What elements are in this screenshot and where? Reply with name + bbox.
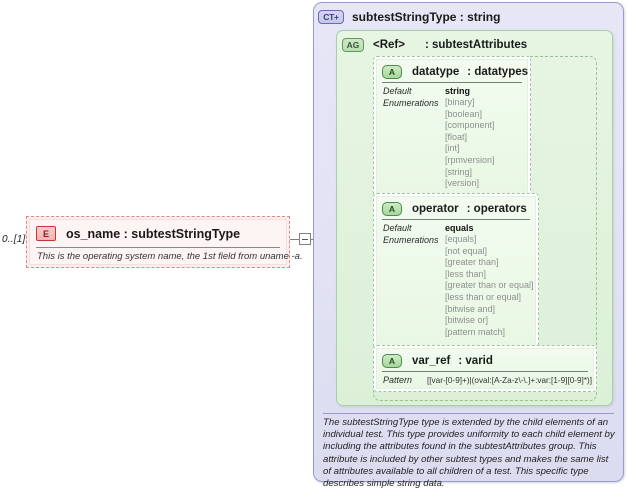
attribute-divider xyxy=(382,82,522,83)
facet-row: Pattern [[var-[0-9]+)|(oval:[A-Za-z\-\.]… xyxy=(383,375,593,387)
facet-value: string xyxy=(445,86,471,96)
facet-value: [[var-[0-9]+)|(oval:[A-Za-z\-\.]+:var:[1… xyxy=(427,376,593,385)
facet-label: Default xyxy=(383,223,412,233)
element-box[interactable]: E os_name : subtestStringType This is th… xyxy=(26,216,303,268)
attribute-type-label: : operators xyxy=(466,203,527,215)
enumeration-item: [component] xyxy=(445,120,495,131)
enumeration-item: [greater than or equal] xyxy=(445,280,534,291)
attribute-type-label: : varid xyxy=(458,355,493,367)
complextype-badge-icon: CT+ xyxy=(318,10,344,24)
attribute-box-inner: A datatype : datatypes Default string En… xyxy=(376,59,528,198)
facet-row: Enumerations xyxy=(383,235,531,247)
attribute-box-inner: A operator : operators Default equals En… xyxy=(376,196,536,350)
attribute-name-label: operator xyxy=(412,203,459,215)
enumeration-item: [pattern match] xyxy=(445,326,506,337)
attribute-badge-icon: A xyxy=(382,202,402,216)
enumeration-item: [int] xyxy=(445,143,460,154)
enumeration-item: [version] xyxy=(445,178,480,189)
attribute-header: A var_ref : varid xyxy=(382,352,493,370)
minus-expander-icon xyxy=(299,233,311,245)
enumeration-item: [less than] xyxy=(445,268,487,279)
cardinality-label: 0..[1] xyxy=(2,234,26,245)
attribute-name-label: var_ref xyxy=(412,355,451,367)
facet-row: Default equals xyxy=(383,223,531,235)
attribute-box-var-ref[interactable]: A var_ref : varid Pattern [[var-[0-9]+)|… xyxy=(373,345,597,392)
enumeration-item: [bitwise or] xyxy=(445,315,489,326)
type-header: CT+ subtestStringType : string xyxy=(318,7,500,27)
element-header: E os_name : subtestStringType xyxy=(30,220,286,247)
attribute-facets: Default string Enumerations xyxy=(383,86,523,109)
complextype-panel[interactable]: CT+ subtestStringType : string AG <Ref> … xyxy=(313,2,624,489)
enumeration-item: [binary] xyxy=(445,97,475,107)
element-badge-icon: E xyxy=(36,226,56,241)
attribute-box-inner: A var_ref : varid Pattern [[var-[0-9]+)|… xyxy=(376,348,594,389)
type-name-label: subtestStringType : string xyxy=(352,10,501,24)
attribute-badge-icon: A xyxy=(382,65,402,79)
element-group: 0..[1] E os_name : subtestStringType Thi… xyxy=(0,214,303,272)
enumeration-item: [less than or equal] xyxy=(445,291,522,302)
enumeration-item: [greater than] xyxy=(445,257,499,268)
enumeration-item: [boolean] xyxy=(445,108,483,119)
enumeration-list: [equals] [not equal] [greater than] [les… xyxy=(445,234,534,338)
attribute-name-label: datatype xyxy=(412,66,460,78)
enumeration-item: [float] xyxy=(445,131,468,142)
attribute-group-panel[interactable]: AG <Ref> : subtestAttributes A datatype … xyxy=(336,30,613,406)
element-divider xyxy=(36,247,280,248)
enumeration-list: [binary] [boolean] [component] [float] [… xyxy=(445,97,495,190)
enumeration-item: [not equal] xyxy=(445,245,488,256)
attribute-divider xyxy=(382,371,588,372)
attributegroup-badge-icon: AG xyxy=(342,38,364,52)
attribute-divider xyxy=(382,219,530,220)
enumeration-item: [equals] xyxy=(445,234,477,244)
attribute-group-ref-label: <Ref> xyxy=(373,39,405,51)
attribute-group-type-label: : subtestAttributes xyxy=(424,39,528,51)
facet-row: Enumerations xyxy=(383,98,523,110)
documentation-divider xyxy=(323,413,614,414)
attribute-box-operator[interactable]: A operator : operators Default equals En… xyxy=(373,193,539,353)
element-box-inner: E os_name : subtestStringType This is th… xyxy=(29,219,303,265)
attribute-header: A datatype : datatypes xyxy=(382,63,528,81)
element-name-label: os_name : subtestStringType xyxy=(66,226,241,241)
attribute-group-header: AG <Ref> : subtestAttributes xyxy=(342,36,527,54)
facet-label: Enumerations xyxy=(383,97,439,108)
enumeration-item: [string] xyxy=(445,166,473,177)
facet-label: Enumerations xyxy=(383,234,439,245)
type-documentation: The subtestStringType type is extended b… xyxy=(323,417,615,490)
facet-label: Default xyxy=(383,86,412,96)
enumeration-item: [bitwise and] xyxy=(445,303,496,314)
facet-value: equals xyxy=(445,223,474,233)
attribute-facets: Pattern [[var-[0-9]+)|(oval:[A-Za-z\-\.]… xyxy=(383,375,593,387)
element-documentation: This is the operating system name, the 1… xyxy=(37,251,303,262)
attribute-badge-icon: A xyxy=(382,354,402,368)
facet-label: Pattern xyxy=(383,375,413,385)
enumeration-item: [rpmversion] xyxy=(445,154,495,165)
attribute-box-datatype[interactable]: A datatype : datatypes Default string En… xyxy=(373,56,531,201)
attribute-facets: Default equals Enumerations xyxy=(383,223,531,246)
attribute-type-label: : datatypes xyxy=(467,66,529,78)
facet-row: Default string xyxy=(383,86,523,98)
attribute-header: A operator : operators xyxy=(382,200,527,218)
